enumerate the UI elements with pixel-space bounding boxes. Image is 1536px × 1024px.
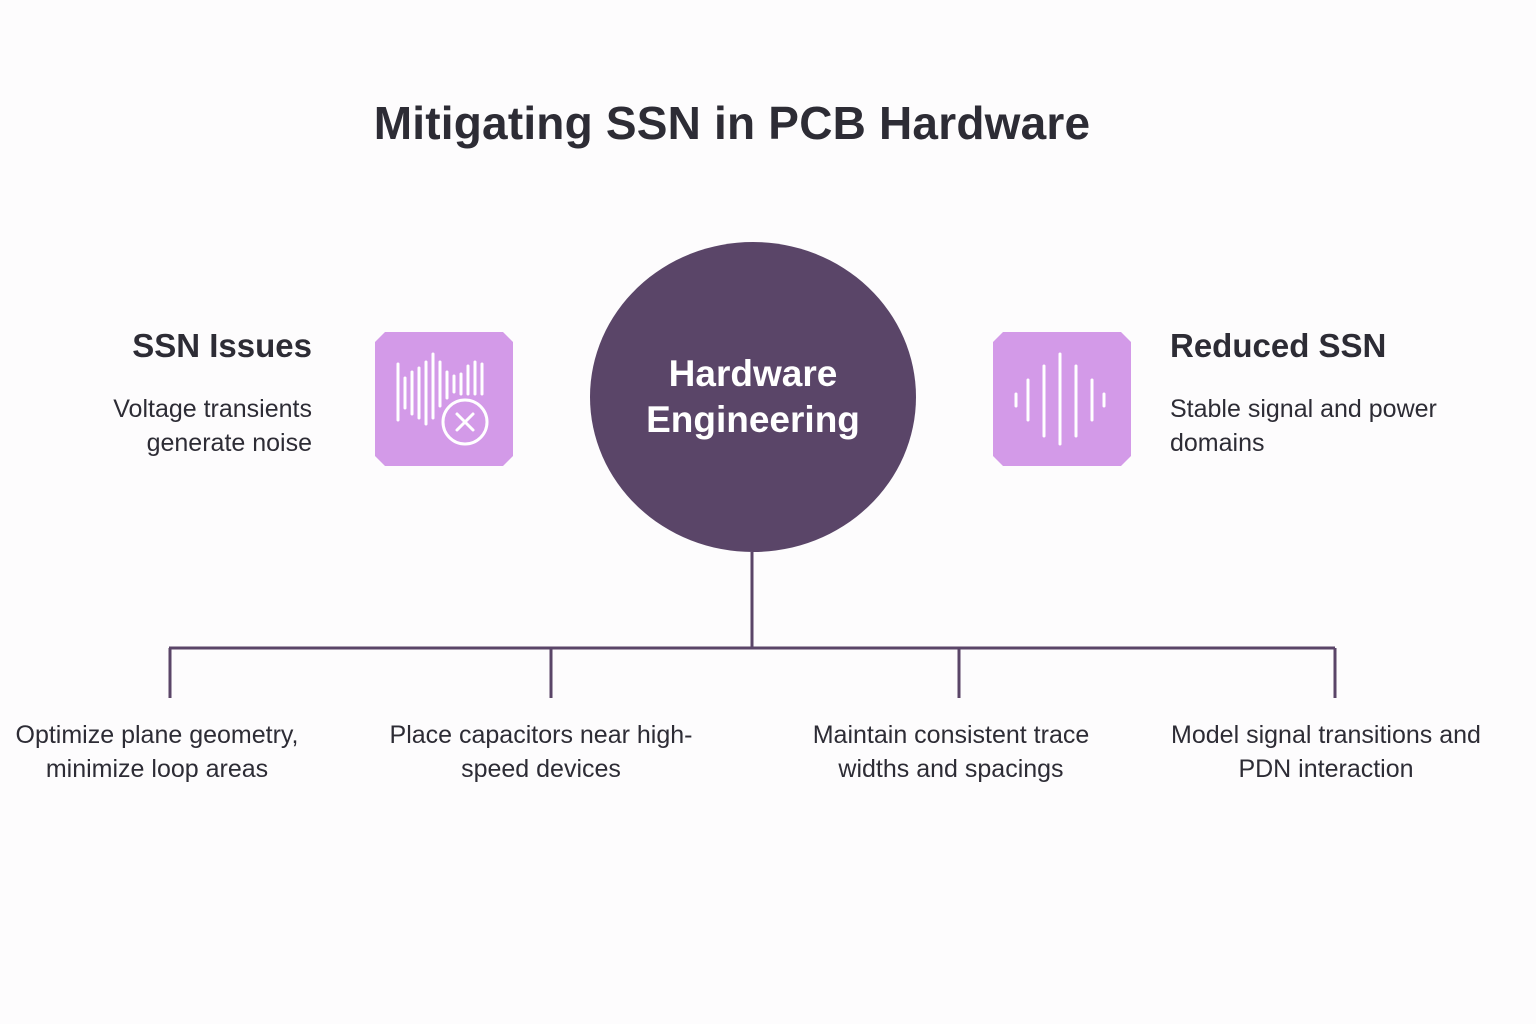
branch-label-plane-geometry: Optimize plane geometry, minimize loop a… <box>15 721 299 783</box>
page-title: Mitigating SSN in PCB Hardware <box>373 97 1091 149</box>
reduced-ssn-description: Stable signal and power domains <box>1170 395 1437 457</box>
ssn-issues-title: SSN Issues <box>132 327 312 364</box>
clean-waveform-icon <box>993 332 1131 466</box>
hardware-engineering-hub: Hardware Engineering <box>590 242 916 552</box>
branch-label-signal-modeling: Model signal transitions and PDN interac… <box>1171 721 1481 783</box>
hub-label-line1: Hardware <box>668 353 838 394</box>
reduced-ssn-title: Reduced SSN <box>1170 327 1387 364</box>
ssn-issues-description: Voltage transients generate noise <box>113 395 312 457</box>
branch-label-trace-widths: Maintain consistent trace widths and spa… <box>812 721 1090 783</box>
branch-label-capacitors: Place capacitors near high-speed devices <box>389 721 693 783</box>
noisy-waveform-cross-icon <box>375 332 513 466</box>
hub-label-line2: Engineering <box>646 399 860 440</box>
